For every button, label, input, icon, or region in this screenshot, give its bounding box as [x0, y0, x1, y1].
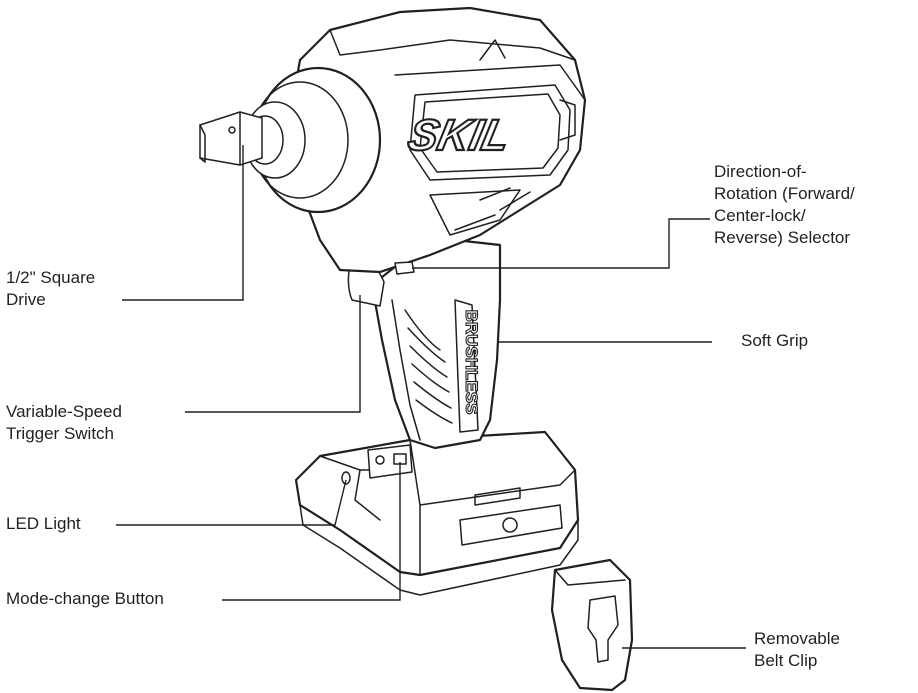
motor-housing — [290, 6, 587, 274]
square-drive-anvil — [199, 111, 263, 166]
leader-line-direction-selector — [412, 218, 710, 269]
brand-logo: SKIL — [404, 111, 515, 159]
leader-line-led-light — [116, 479, 347, 526]
led-light — [341, 471, 351, 485]
direction-selector — [394, 261, 415, 275]
battery-base — [294, 430, 580, 596]
grip-brand-label: BRUSHLESS — [462, 310, 481, 415]
nose-cone — [244, 66, 382, 214]
leader-line-trigger-switch — [185, 295, 361, 413]
callout-belt-clip: Removable Belt Clip — [754, 629, 840, 670]
leader-line-square-drive — [122, 145, 244, 301]
mode-change-button — [367, 444, 413, 479]
callout-led-light: LED Light — [6, 514, 81, 533]
callout-direction-selector: Direction-of- Rotation (Forward/ Center-… — [714, 162, 855, 247]
callout-trigger-switch: Variable-Speed Trigger Switch — [6, 402, 122, 443]
callout-mode-button: Mode-change Button — [6, 589, 164, 608]
callout-soft-grip: Soft Grip — [741, 331, 809, 350]
belt-clip — [550, 558, 634, 692]
callout-square-drive: 1/2" Square Drive — [6, 268, 96, 309]
leader-line-mode-button — [222, 462, 401, 601]
